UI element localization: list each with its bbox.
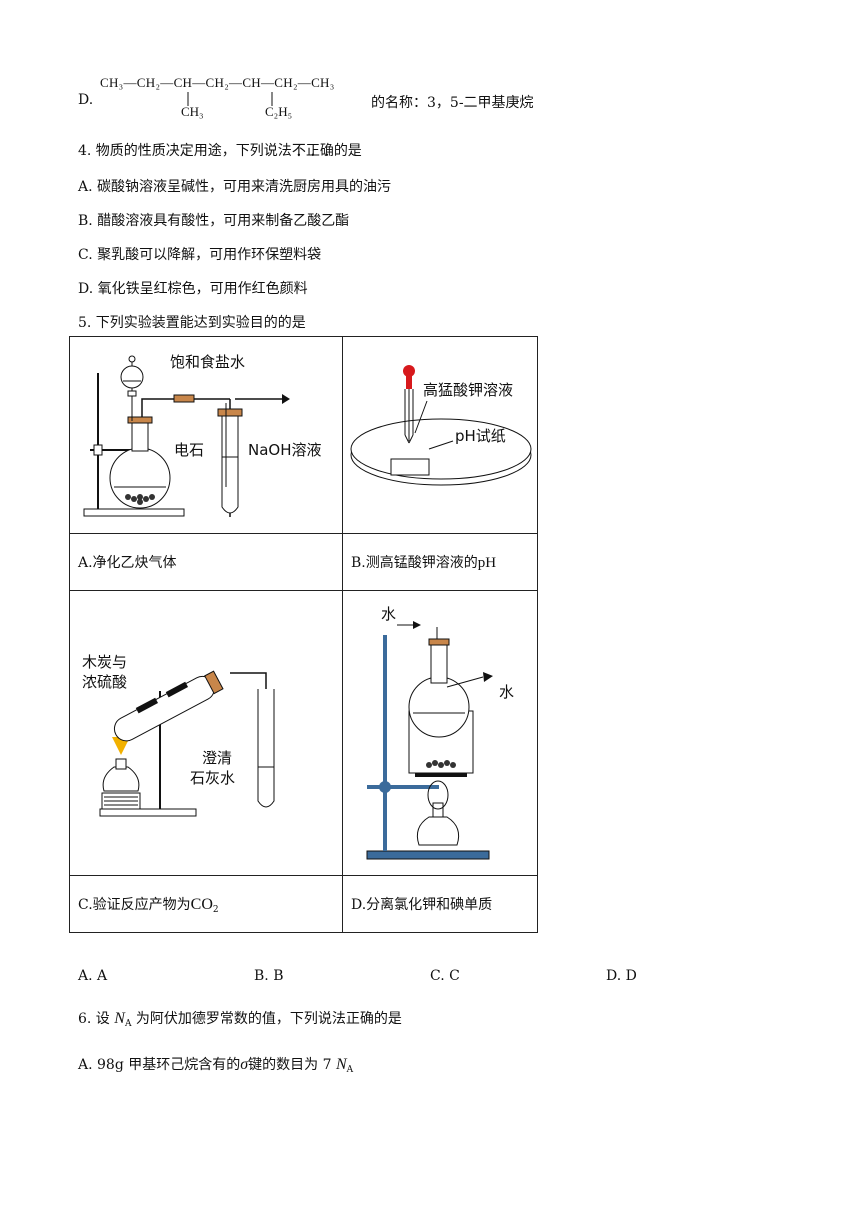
caption-c-subscript: 2 <box>212 904 219 915</box>
caption-c-formula: CO <box>190 895 213 913</box>
q6-stem-text: 6. 设 <box>78 1011 110 1027</box>
q6-option-a[interactable]: A. 98g 甲基环己烷含有的σ键的数目为 7 NA <box>78 1054 353 1075</box>
label-naoh: NaOH溶液 <box>248 441 322 459</box>
label-calcium-carbide: 电石 <box>174 441 204 459</box>
sigma-symbol: σ <box>240 1056 249 1073</box>
label-ph-paper: pH试纸 <box>455 427 506 445</box>
option-label: D. <box>78 92 94 108</box>
q6-option-a-text: A. 98g 甲基环己烷含有的 <box>78 1057 241 1073</box>
q4-option-d[interactable]: D. 氧化铁呈红棕色，可用作红色颜料 <box>78 281 308 297</box>
figure-a-acetylene-apparatus: 饱和食盐水 电石 NaOH溶液 <box>83 353 322 517</box>
label-water-out: 水 <box>499 683 514 701</box>
structural-formula-main-chain: CH₃—CH₂—CH—CH₂—CH—CH₂—CH₃ <box>100 75 335 90</box>
avogadro-subscript: A <box>124 1019 132 1029</box>
caption-c: C.验证反应产物为CO2 <box>69 875 343 933</box>
caption-d: D.分离氯化钾和碘单质 <box>342 875 538 933</box>
q5-choice-a[interactable]: A. A <box>78 968 108 984</box>
avogadro-symbol: N <box>335 1056 347 1073</box>
q4-emphasis: 不正确 <box>292 143 334 159</box>
label-saturated-brine: 饱和食盐水 <box>170 353 245 371</box>
branch-bonds <box>187 92 273 106</box>
label-limewater: 石灰水 <box>190 769 235 787</box>
branch-ethyl: C₂H₅ <box>265 104 293 119</box>
figure-d-sublimation-apparatus: 水 水 <box>366 605 514 860</box>
caption-a: A.净化乙炔气体 <box>69 533 343 591</box>
q6-stem: 6. 设 NA 为阿伏加德罗常数的值，下列说法正确的是 <box>78 1008 402 1029</box>
q5-stem: 5. 下列实验装置能达到实验目的的是 <box>78 315 306 331</box>
label-kmno4: 高猛酸钾溶液 <box>423 381 513 399</box>
figure-c-charcoal-apparatus: 木炭与 浓硫酸 澄清 石灰水 <box>82 653 275 817</box>
caption-c-text: C.验证反应产物为 <box>78 896 191 913</box>
branch-methyl: CH₃ <box>181 104 204 119</box>
figure-b-ph-test: 高猛酸钾溶液 pH试纸 <box>350 365 532 486</box>
q5-choice-d[interactable]: D. D <box>606 968 637 984</box>
caption-b-formula: pH <box>477 555 497 571</box>
q6-stem-tail: 为阿伏加德罗常数的值，下列说法正确的是 <box>135 1011 402 1027</box>
figure-a-cell: 饱和食盐水 电石 NaOH溶液 <box>69 336 343 534</box>
avogadro-symbol: N <box>114 1010 125 1027</box>
compound-name: 的名称：3，5-二甲基庚烷 <box>371 95 534 111</box>
label-water-in: 水 <box>381 605 396 623</box>
avogadro-subscript: A <box>346 1065 354 1075</box>
q5-choice-b[interactable]: B. B <box>254 968 284 984</box>
q4-stem: 4. 物质的性质决定用途，下列说法不正确的是 <box>78 140 362 160</box>
caption-b: B.测高锰酸钾溶液的pH <box>342 533 538 591</box>
q5-choice-c[interactable]: C. C <box>430 968 460 984</box>
figure-b-cell: 高猛酸钾溶液 pH试纸 <box>342 336 538 534</box>
q5-apparatus-table: 饱和食盐水 电石 NaOH溶液 高猛酸钾溶液 pH试纸 <box>69 336 538 933</box>
q4-option-a[interactable]: A. 碳酸钠溶液呈碱性，可用来清洗厨房用具的油污 <box>78 179 392 195</box>
figure-c-cell: 木炭与 浓硫酸 澄清 石灰水 <box>69 590 343 876</box>
caption-b-text: B.测高锰酸钾溶液的 <box>351 555 478 571</box>
q4-stem-text: 4. 物质的性质决定用途，下列说法 <box>78 143 292 159</box>
q4-option-b[interactable]: B. 醋酸溶液具有酸性，可用来制备乙酸乙酯 <box>78 213 350 229</box>
label-charcoal: 木炭与 <box>82 653 127 671</box>
q6-option-a-mid: 键的数目为 7 <box>248 1057 332 1073</box>
label-conc-sulfuric: 浓硫酸 <box>82 673 127 691</box>
q4-option-c[interactable]: C. 聚乳酸可以降解，可用作环保塑料袋 <box>78 247 322 263</box>
q4-stem-tail: 的是 <box>333 143 362 159</box>
label-clear: 澄清 <box>202 749 232 767</box>
figure-d-cell: 水 水 <box>342 590 538 876</box>
